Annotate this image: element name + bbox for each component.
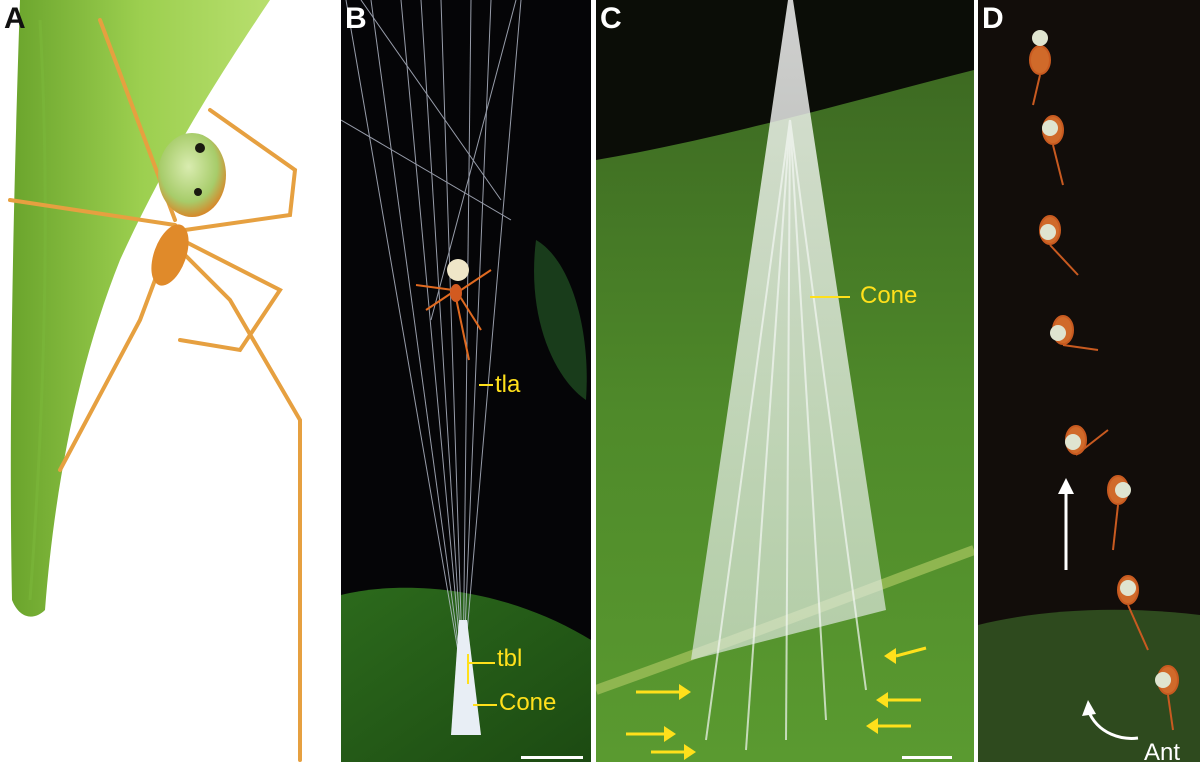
panel-b: B tla tbl Cone [341, 0, 591, 762]
annotation-tla: tla [495, 371, 521, 398]
silk-strands [705, 119, 867, 751]
leaf [978, 609, 1200, 762]
spider-abdomen [447, 259, 469, 281]
spider-legs [415, 269, 492, 361]
arrow-shafts [626, 646, 927, 754]
annotation-ant: Ant [1144, 739, 1181, 762]
panel-d-photo [978, 30, 1200, 762]
silk-cone [451, 620, 481, 735]
panel-label: C [600, 2, 622, 35]
ant-heads [1032, 30, 1171, 688]
panel-label: D [982, 2, 1004, 35]
annotation-cone: Cone [499, 689, 557, 716]
panel-label: A [4, 2, 26, 35]
annotation-leader-line [473, 704, 497, 706]
scale-bar [902, 756, 952, 759]
panel-label: B [345, 2, 367, 35]
spider-body [450, 284, 462, 302]
annotation-leader-line [479, 384, 493, 386]
motion-arrow-head [1058, 478, 1074, 494]
arrow-heads [664, 648, 896, 760]
annotation-leader-line [810, 296, 850, 298]
spider-abdomen [158, 133, 226, 217]
annotation-bracket [467, 654, 469, 684]
panel-c: C Cone [596, 0, 974, 762]
scale-bar [521, 756, 583, 759]
panel-c-photo [596, 0, 974, 762]
panel-b-photo [341, 0, 591, 762]
annotation-cone: Cone [860, 282, 918, 309]
ant-pointer-arrow [1086, 709, 1139, 740]
silk-threads [341, 0, 522, 681]
panel-a-photo [8, 0, 302, 762]
panel-d: D Ant [978, 0, 1200, 762]
annotation-tbl: tbl [497, 645, 523, 672]
spider-cephalothorax [151, 224, 189, 286]
leaf [10, 0, 271, 617]
annotation-leader-line [467, 662, 495, 664]
panel-a: A [0, 0, 337, 762]
